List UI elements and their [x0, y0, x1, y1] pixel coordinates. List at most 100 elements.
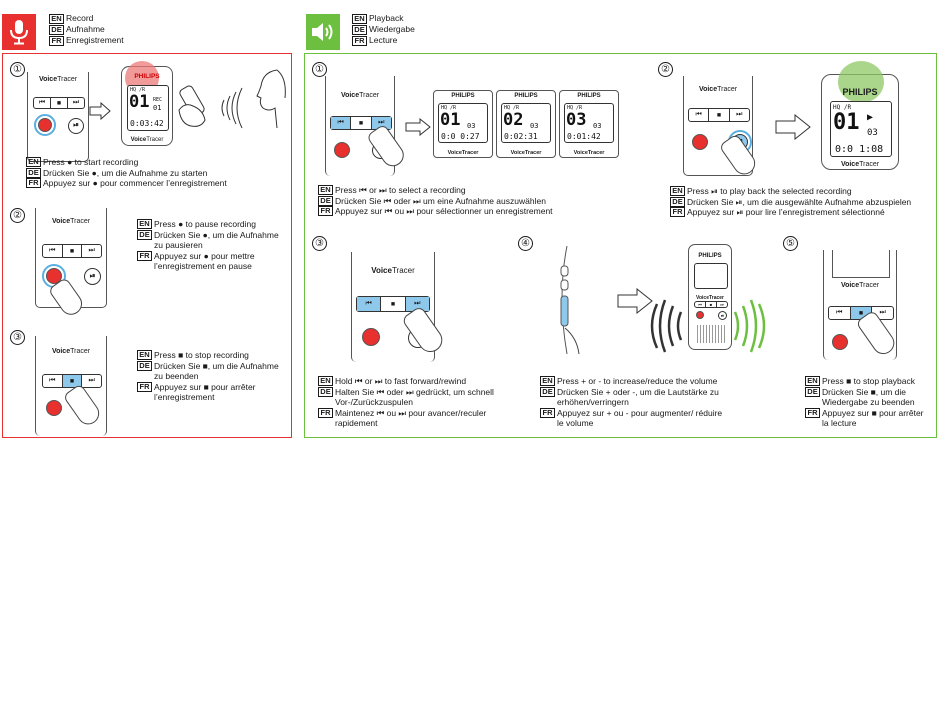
speaker-grille	[697, 325, 725, 343]
playback-panel: ① VoiceTracer ⏮ ■ ⏭ ⏯ PHILIPS HQ /R 01 0…	[304, 53, 937, 438]
previous-icon: ⏮	[689, 109, 710, 121]
voicetracer-device: VoiceTracer ⏮ ■ ⏭	[35, 336, 107, 436]
record-button	[832, 334, 848, 350]
step-number: ③	[10, 330, 25, 345]
device-brand: VoiceTracer	[38, 76, 78, 83]
finger-icon	[62, 383, 104, 429]
device-side-volume-illustration	[560, 246, 580, 355]
step-number: ③	[312, 236, 327, 251]
philips-logo: PHILIPS	[134, 73, 160, 80]
voicetracer-device: VoiceTracer ⏮ ■ ⏭ ⏯	[351, 252, 448, 362]
device-screen-1: PHILIPS HQ /R 01 03 0:0 0:27 VoiceTracer	[433, 90, 493, 158]
stop-icon: ■	[62, 375, 83, 387]
next-icon: ⏭	[879, 309, 886, 316]
transport-buttons: ⏮ ■ ⏭	[330, 116, 392, 130]
record-button-highlight	[34, 114, 56, 136]
record-button	[38, 118, 52, 132]
stop-icon: ■	[706, 302, 717, 307]
person-speaking-icon	[256, 69, 286, 129]
device-screen-3: PHILIPS HQ /R 03 03 0:01:42 VoiceTracer	[559, 90, 619, 158]
play-pause-icon: ⏯	[68, 118, 84, 134]
device-brand: VoiceTracer	[840, 161, 880, 168]
device-screen-2: PHILIPS HQ /R 02 03 0:02:31 VoiceTracer	[496, 90, 556, 158]
previous-icon: ⏮	[695, 302, 706, 307]
lcd-screen: HQ /R 01 03 0:0 0:27	[438, 103, 488, 143]
finger-icon	[400, 305, 448, 357]
record-panel: ① VoiceTracer ⏮ ■ ⏭ ⏯ PHILIPS HQ /R 01 R…	[2, 53, 292, 438]
finger-icon	[718, 133, 760, 179]
lcd-screen	[832, 250, 890, 278]
device-brand: VoiceTracer	[510, 150, 542, 156]
device-brand: VoiceTracer	[130, 137, 164, 143]
step-number: ②	[10, 208, 25, 223]
sound-waves-right-icon	[733, 299, 766, 353]
philips-logo: PHILIPS	[842, 87, 878, 97]
speaker-icon	[306, 14, 340, 50]
step-number: ①	[312, 62, 327, 77]
record-button	[334, 142, 350, 158]
device-brand: VoiceTracer	[698, 86, 738, 93]
step-number: ⑤	[783, 236, 798, 251]
record-step1-illustration: VoiceTracer ⏮ ■ ⏭ ⏯ PHILIPS HQ /R 01 REC…	[23, 61, 286, 162]
transport-buttons: ⏮ ■ ⏭	[33, 97, 85, 109]
play-pause-icon: ⏯	[84, 268, 101, 285]
sound-waves-icon	[221, 87, 243, 129]
voicetracer-device-front: PHILIPS VoiceTracer ⏮ ■ ⏭ ⏯	[688, 244, 732, 350]
voicetracer-device: VoiceTracer ⏮ ■ ⏭ ⏯	[683, 76, 760, 179]
lcd-screen: HQ /R 01 REC 01 0:03:42	[127, 85, 169, 131]
arrow-right-icon	[775, 114, 811, 140]
voicetracer-device: VoiceTracer ⏮ ■ ⏭ ⏯	[27, 72, 89, 162]
step-number: ①	[10, 62, 25, 77]
previous-icon: ⏮	[331, 117, 352, 129]
voicetracer-device-front: PHILIPS HQ /R 01 ▶ 03 0:0 1:08 VoiceTrac…	[821, 61, 899, 170]
hand-holding-device-icon	[178, 85, 206, 127]
next-icon: ⏭	[88, 377, 95, 384]
previous-icon: ⏮	[43, 375, 63, 387]
next-icon: ⏭	[88, 247, 95, 254]
next-icon: ⏭	[72, 99, 80, 106]
next-icon: ⏭	[405, 297, 429, 311]
device-brand: VoiceTracer	[840, 282, 880, 289]
lcd-screen: HQ /R 02 03 0:02:31	[501, 103, 551, 143]
microphone-icon	[2, 14, 36, 50]
previous-icon: ⏮	[357, 297, 382, 311]
arrow-right-icon	[89, 102, 111, 120]
play-triangle-icon: ▶	[867, 112, 874, 123]
device-brand: VoiceTracer	[447, 150, 479, 156]
lcd-screen: HQ /R 03 03 0:01:42	[564, 103, 614, 143]
stop-icon: ■	[63, 245, 83, 257]
arrow-right-icon	[617, 288, 653, 314]
previous-icon: ⏮	[34, 98, 51, 108]
device-brand: VoiceTracer	[696, 295, 724, 301]
transport-buttons: ⏮ ■ ⏭	[42, 244, 102, 258]
transport-buttons: ⏮ ■ ⏭	[356, 296, 430, 312]
previous-icon: ⏮	[829, 307, 851, 319]
lcd-screen	[694, 263, 728, 289]
stop-icon: ■	[381, 297, 406, 311]
next-icon: ⏭	[371, 117, 391, 129]
device-brand: VoiceTracer	[573, 150, 605, 156]
step-number: ②	[658, 62, 673, 77]
device-brand: VoiceTracer	[51, 218, 91, 225]
record-button	[696, 311, 704, 319]
stop-icon: ■	[351, 117, 372, 129]
device-brand: VoiceTracer	[340, 92, 380, 99]
record-button	[362, 328, 380, 346]
record-button	[692, 134, 708, 150]
voicetracer-device: VoiceTracer ⏮ ■ ⏭	[823, 250, 899, 360]
stop-icon: ■	[709, 109, 730, 121]
stop-icon: ■	[51, 98, 68, 108]
play-pause-icon: ⏯	[718, 311, 727, 320]
step-number: ④	[518, 236, 533, 251]
sound-waves-left-icon	[650, 299, 683, 353]
lcd-screen: HQ /R 01 ▶ 03 0:0 1:08	[830, 101, 892, 157]
